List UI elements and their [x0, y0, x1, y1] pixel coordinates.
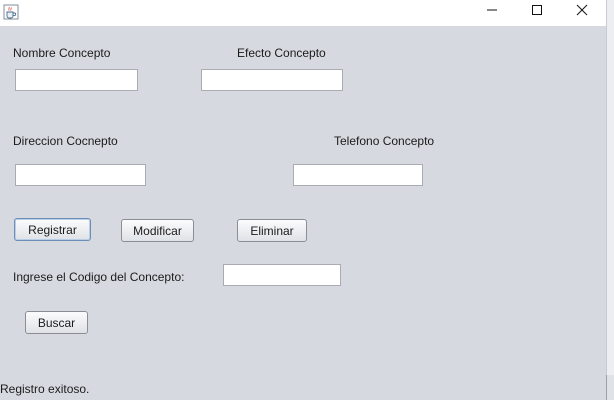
form-panel: Nombre Concepto Efecto Concepto Direccio… [0, 26, 606, 400]
close-button[interactable] [560, 0, 604, 24]
direccion-concepto-field[interactable] [15, 164, 146, 186]
window-edge [606, 0, 614, 400]
background-window-edge [606, 375, 614, 400]
telefono-concepto-label: Telefono Concepto [334, 134, 435, 148]
close-icon [576, 3, 588, 21]
codigo-concepto-field[interactable] [223, 264, 341, 286]
efecto-concepto-label: Efecto Concepto [237, 46, 326, 60]
registrar-button[interactable]: Registrar [14, 218, 91, 241]
maximize-icon [531, 3, 543, 21]
minimize-button[interactable] [470, 0, 514, 24]
java-cup-icon [3, 4, 19, 20]
nombre-concepto-label: Nombre Concepto [13, 46, 111, 60]
maximize-button[interactable] [515, 0, 559, 24]
status-message: Registro exitoso. [0, 382, 90, 396]
codigo-concepto-label: Ingrese el Codigo del Concepto: [13, 270, 185, 284]
nombre-concepto-field[interactable] [15, 69, 138, 91]
title-bar [0, 0, 606, 26]
minimize-icon [486, 3, 498, 21]
modificar-button[interactable]: Modificar [121, 219, 194, 242]
telefono-concepto-field[interactable] [293, 164, 423, 186]
buscar-button[interactable]: Buscar [25, 311, 88, 334]
direccion-concepto-label: Direccion Cocnepto [13, 134, 118, 148]
eliminar-button[interactable]: Eliminar [237, 219, 307, 242]
efecto-concepto-field[interactable] [201, 69, 343, 91]
